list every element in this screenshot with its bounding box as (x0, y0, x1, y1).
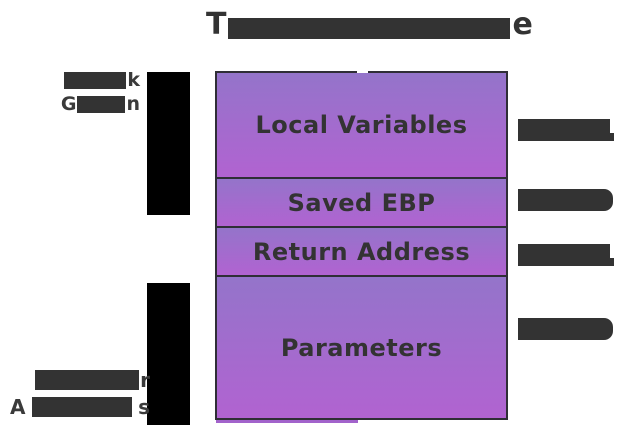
stack-cell-label: Saved EBP (287, 188, 436, 217)
title-redaction-bar (228, 18, 511, 39)
stack-cell-saved-ebp: Saved EBP (217, 177, 506, 226)
stack-growth-arrow-redaction (147, 72, 190, 215)
address-label-local-variables-redaction (518, 119, 614, 141)
stack-cell-label: Local Variables (255, 111, 468, 139)
stack-cell-local-variables: Local Variables (217, 73, 506, 177)
top-border-gap-artifact (357, 70, 368, 74)
stack-growth-line2: G n (42, 91, 140, 115)
stack-growth-line2-suffix: n (126, 93, 140, 115)
higher-addresses-line2-prefix: A (10, 395, 26, 419)
page-title: T e (206, 6, 533, 40)
stack-cell-label: Parameters (280, 333, 443, 362)
higher-addresses-line1-suffix: r (140, 368, 150, 392)
stack-frame-diagram: Local Variables Saved EBP Return Address… (215, 71, 508, 420)
address-label-glyph-fragment (607, 258, 614, 266)
address-label-return-address-redaction (518, 244, 614, 266)
higher-addresses-line2: A s (10, 392, 150, 419)
title-visible-prefix: T (206, 6, 227, 42)
title-visible-suffix: e (512, 6, 533, 42)
address-label-saved-ebp-redaction (518, 189, 613, 211)
stack-growth-line2-redaction (77, 96, 126, 113)
bottom-border-strip-artifact (216, 420, 358, 423)
higher-addresses-line2-suffix: s (138, 395, 150, 419)
stack-growth-label: k G n (42, 67, 140, 115)
stack-growth-line1-redaction (64, 72, 127, 89)
address-label-parameters-redaction (518, 318, 613, 340)
stack-cell-parameters: Parameters (217, 275, 506, 418)
stack-cell-label: Return Address (252, 237, 471, 266)
higher-addresses-line1-redaction (35, 370, 140, 390)
higher-addresses-label: r A s (10, 365, 150, 419)
stack-growth-line1: k (42, 67, 140, 91)
higher-addresses-line2-redaction (31, 397, 132, 417)
higher-addresses-arrow-redaction (147, 283, 190, 425)
top-border-gap-fill-artifact (357, 73, 368, 75)
stack-growth-line2-prefix: G (60, 93, 77, 115)
address-label-glyph-fragment (607, 133, 614, 141)
stack-growth-line1-suffix: k (127, 69, 140, 91)
higher-addresses-line1: r (10, 365, 150, 392)
stack-cell-return-address: Return Address (217, 226, 506, 275)
